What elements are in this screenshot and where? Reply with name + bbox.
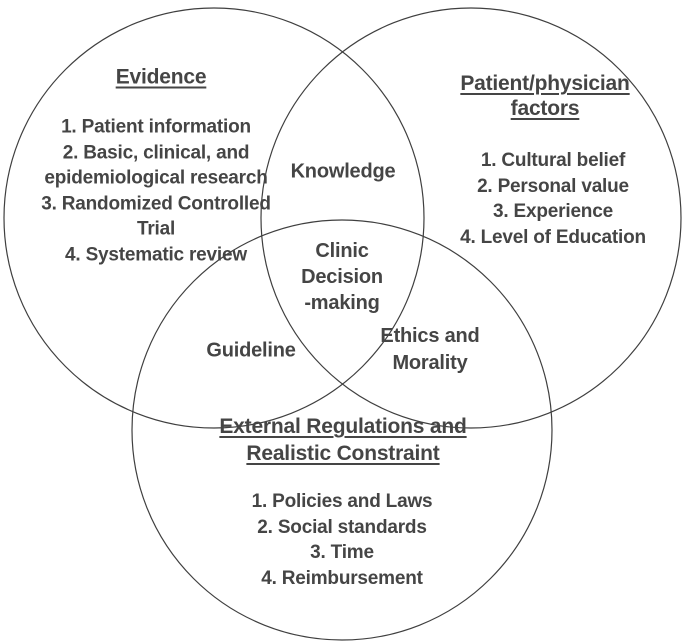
external-regulations-list-line: 2. Social standards: [257, 516, 427, 538]
external-regulations-list-line: 3. Time: [310, 542, 374, 563]
external-regulations-circle: [131, 219, 553, 641]
guideline-overlap-label: Guideline: [206, 339, 296, 362]
external-regulations-title-line: External Regulations and: [219, 415, 467, 438]
external-regulations-list: 1. Policies and Laws 2. Social standards…: [252, 489, 433, 591]
patient-physician-list-line: 3. Experience: [493, 201, 613, 222]
external-regulations-title: External Regulations and Realistic Const…: [219, 413, 466, 467]
external-regulations-title-line: Realistic Constraint: [246, 442, 440, 465]
evidence-list-line: 3. Randomized Controlled: [41, 193, 271, 214]
patient-physician-title: Patient/physician factors: [460, 71, 630, 121]
evidence-list: 1. Patient information 2. Basic, clinica…: [41, 115, 271, 268]
evidence-list-line: 1. Patient information: [61, 116, 251, 138]
patient-physician-circle: [260, 7, 682, 429]
evidence-list-line: epidemiological research: [44, 167, 268, 189]
patient-physician-list-line: 4. Level of Education: [460, 226, 646, 248]
patient-physician-list: 1. Cultural belief 2. Personal value 3. …: [460, 148, 646, 250]
external-regulations-list-line: 1. Policies and Laws: [251, 491, 433, 512]
ethics-morality-line: Ethics and: [380, 325, 480, 347]
evidence-title: Evidence: [115, 65, 207, 89]
evidence-list-line: 4. Systematic review: [65, 244, 247, 265]
external-regulations-list-line: 4. Reimbursement: [261, 567, 423, 589]
evidence-list-line: 2. Basic, clinical, and: [62, 142, 250, 163]
patient-physician-list-line: 1. Cultural belief: [480, 150, 626, 171]
center-label-line: Decision: [301, 266, 383, 288]
ethics-morality-overlap-label: Ethics and Morality: [380, 323, 479, 377]
patient-physician-list-line: 2. Personal value: [477, 175, 629, 197]
evidence-circle: [3, 7, 425, 429]
center-label-line: Clinic: [315, 240, 369, 262]
ethics-morality-line: Morality: [392, 352, 468, 374]
center-clinic-decision-making-label: Clinic Decision -making: [301, 238, 383, 316]
center-label-line: -making: [304, 292, 380, 314]
knowledge-overlap-label: Knowledge: [290, 160, 396, 183]
patient-physician-title-line: factors: [510, 97, 580, 120]
patient-physician-title-line: Patient/physician: [460, 72, 630, 95]
evidence-list-line: Trial: [136, 218, 176, 240]
